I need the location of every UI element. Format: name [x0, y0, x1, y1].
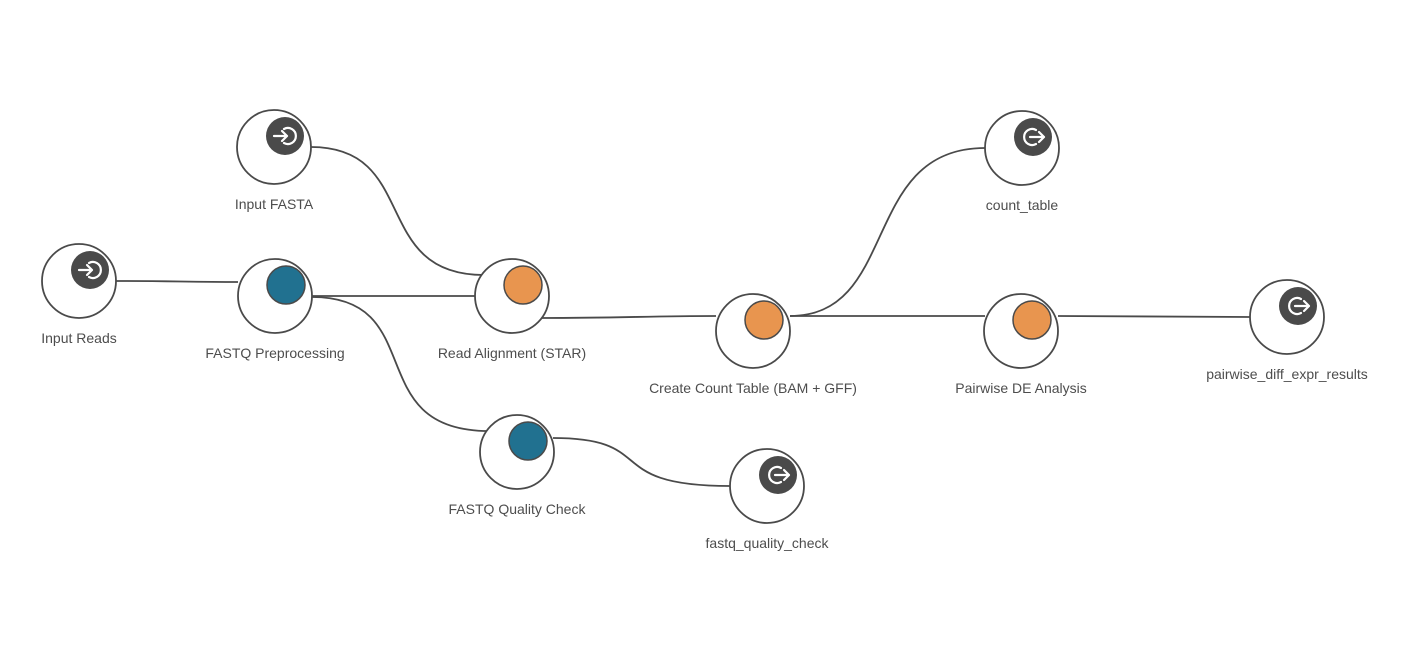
- node-out-de[interactable]: pairwise_diff_expr_results: [1206, 279, 1368, 382]
- node-out-count[interactable]: count_table: [984, 110, 1060, 213]
- output-logout-icon: [1014, 118, 1052, 156]
- edge-fastq_pre-to-qc: [311, 296, 490, 432]
- output-logout-icon: [759, 456, 797, 494]
- node-label: Input Reads: [41, 330, 117, 346]
- edge-count-to-out_count: [789, 147, 986, 317]
- node-label: pairwise_diff_expr_results: [1206, 366, 1368, 382]
- nodes-layer: Input Reads Input FASTA FASTQ Preprocessin…: [41, 109, 1368, 551]
- analysis-step-dot: [503, 265, 543, 305]
- edge-qc-to-out_qc: [552, 437, 731, 487]
- node-label: Read Alignment (STAR): [438, 345, 586, 361]
- input-login-icon: [266, 117, 304, 155]
- edge-align-to-count: [541, 315, 717, 319]
- preprocess-step-dot: [266, 265, 306, 305]
- input-login-icon: [71, 251, 109, 289]
- preprocess-step-dot: [508, 421, 548, 461]
- node-input-fasta[interactable]: Input FASTA: [235, 109, 314, 212]
- node-label: Create Count Table (BAM + GFF): [649, 380, 857, 396]
- node-out-qc[interactable]: fastq_quality_check: [706, 448, 830, 551]
- node-label: count_table: [986, 197, 1059, 213]
- edge-input_reads-to-fastq_pre: [115, 280, 239, 283]
- edges-layer: [115, 146, 1251, 487]
- edge-input_fasta-to-align: [310, 146, 485, 276]
- node-align[interactable]: Read Alignment (STAR): [438, 258, 586, 361]
- analysis-step-dot: [744, 300, 784, 340]
- edge-de-to-out_de: [1057, 315, 1251, 318]
- node-label: FASTQ Preprocessing: [205, 345, 344, 361]
- output-logout-icon: [1279, 287, 1317, 325]
- node-input-reads[interactable]: Input Reads: [41, 243, 117, 346]
- node-label: fastq_quality_check: [706, 535, 830, 551]
- node-qc[interactable]: FASTQ Quality Check: [449, 414, 587, 517]
- node-count[interactable]: Create Count Table (BAM + GFF): [649, 293, 857, 396]
- node-label: FASTQ Quality Check: [449, 501, 587, 517]
- node-fastq-pre[interactable]: FASTQ Preprocessing: [205, 258, 345, 361]
- node-de[interactable]: Pairwise DE Analysis: [955, 293, 1087, 396]
- node-label: Input FASTA: [235, 196, 314, 212]
- analysis-step-dot: [1012, 300, 1052, 340]
- node-label: Pairwise DE Analysis: [955, 380, 1087, 396]
